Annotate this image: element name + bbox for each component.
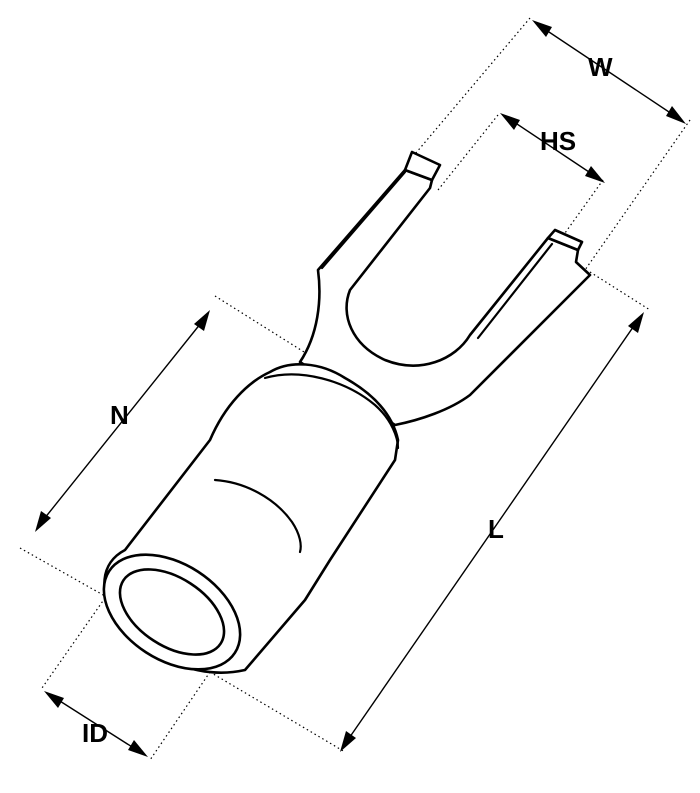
ext-l-top [589, 271, 651, 311]
dim-line-n [39, 317, 206, 525]
extension-lines [19, 17, 691, 761]
prong-inner-edge [320, 170, 407, 270]
barrel-crimp-mark [213, 478, 302, 554]
arrow-hs-end [585, 166, 605, 183]
prong-tab-left [403, 150, 442, 182]
label-w: W [588, 52, 613, 82]
dim-line-hs [507, 117, 599, 179]
label-id: ID [82, 718, 108, 748]
prong-tab-right [546, 228, 584, 252]
dimension-w: W [532, 20, 686, 124]
arrow-hs-start [500, 113, 520, 130]
arrow-l-end [340, 731, 356, 752]
dim-line-id [51, 695, 141, 753]
label-l: L [488, 514, 504, 544]
arrow-n-start [194, 310, 210, 331]
ext-n-bottom [19, 547, 113, 601]
dimension-n: N [35, 310, 210, 532]
ext-w-right [584, 119, 691, 271]
ext-n-top [214, 295, 321, 363]
spade-fork [298, 168, 592, 427]
arrow-n-end [35, 511, 51, 532]
ext-hs-left [437, 114, 499, 191]
dimension-hs: HS [500, 113, 605, 183]
ext-id-right [149, 671, 211, 761]
arrow-id-start [44, 691, 64, 708]
arrow-w-start [532, 20, 552, 37]
spade-terminal [102, 150, 592, 674]
dim-line-l [344, 319, 639, 745]
dimension-id: ID [44, 691, 148, 757]
ext-l-bottom [209, 671, 346, 753]
ext-w-left [409, 17, 531, 161]
label-n: N [110, 400, 129, 430]
arrow-w-end [666, 106, 686, 124]
arrow-l-start [628, 312, 644, 333]
dimension-l: L [340, 312, 644, 752]
barrel-mouth-inner [118, 568, 226, 656]
ext-id-left [41, 597, 106, 689]
barrel-shoulder-seam [263, 373, 400, 450]
ext-hs-right [559, 179, 604, 241]
prong-inner-edge-2 [476, 242, 554, 340]
label-hs: HS [540, 126, 576, 156]
arrow-id-end [128, 740, 148, 757]
dim-line-w [539, 25, 679, 119]
